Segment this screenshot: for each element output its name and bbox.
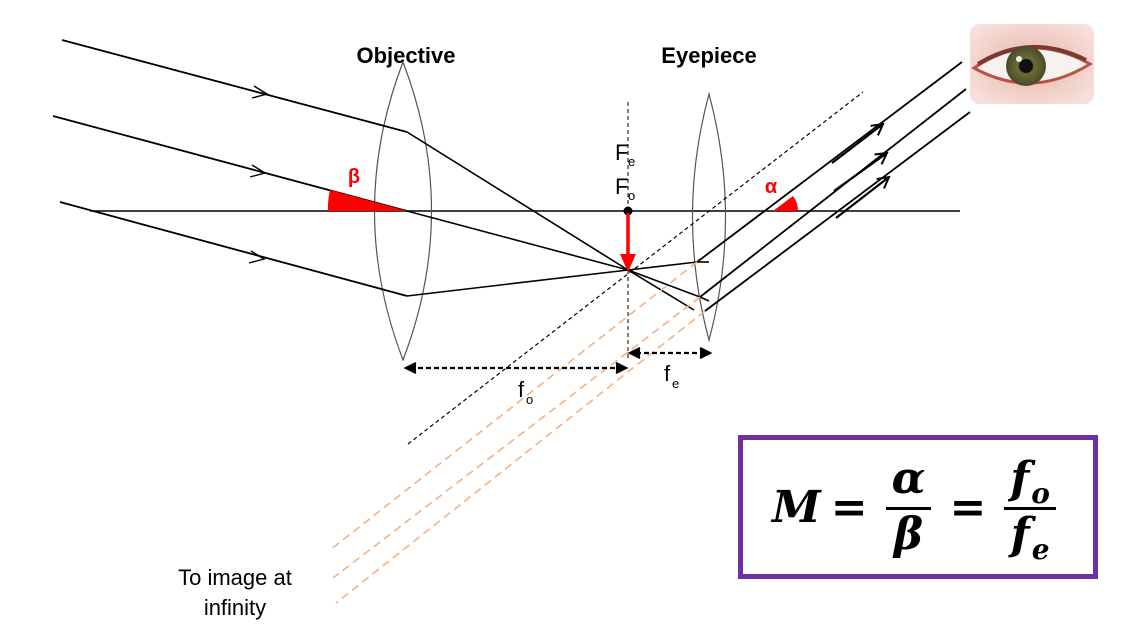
beta-label: β [348,166,360,188]
incoming-ray-arrows [248,85,269,264]
emerging-rays [696,61,971,312]
caption-line-1: To image at [178,565,292,590]
svg-text:f: f [664,361,671,386]
svg-text:F: F [615,140,628,165]
fraction-bar [885,506,932,510]
formula-fe: fe [1010,508,1050,566]
emerging-ray-arrows [831,124,889,219]
svg-text:f: f [518,377,525,402]
image-arrow [620,213,636,272]
formula-equals-2: = [949,481,987,533]
formula-fraction-angles: α β [885,453,932,560]
eyepiece-lens [691,91,727,343]
virtual-rays [329,261,706,604]
fe-focus-label: F e [615,140,635,169]
eye-icon [970,24,1094,104]
fraction-bar [1004,506,1056,510]
svg-text:F: F [615,174,628,199]
formula-beta: β [893,508,924,560]
fo-dim-label: f o [518,377,533,407]
formula-fraction-focal: fo fe [1004,453,1056,566]
fo-focus-label: F o [615,174,635,203]
svg-text:e: e [628,154,635,169]
formula-equals-1: = [830,481,868,533]
caption-line-2: infinity [203,595,267,620]
svg-text:e: e [672,376,679,391]
image-at-infinity-caption: To image at infinity [150,563,320,623]
objective-label: Objective [356,43,455,68]
eyepiece-label: Eyepiece [661,43,756,68]
refracted-rays [406,131,710,311]
fe-dimension [627,347,713,359]
fe-dim-label: f e [664,361,679,391]
alpha-angle [773,196,798,211]
magnification-formula-box: M = α β = fo fe [738,435,1098,579]
svg-text:o: o [628,188,635,203]
focal-point-dot [623,206,633,216]
formula-alpha: α [891,453,926,505]
beta-angle [327,190,407,211]
svg-text:o: o [526,392,533,407]
objective-lens [373,60,433,362]
alpha-label: α [765,176,778,198]
magnification-formula: M = α β = fo fe [743,440,1093,574]
diagonal-dashed-line [407,91,864,445]
formula-lhs: M [772,481,821,533]
formula-fo: fo [1010,453,1050,511]
fo-dimension [403,362,629,374]
